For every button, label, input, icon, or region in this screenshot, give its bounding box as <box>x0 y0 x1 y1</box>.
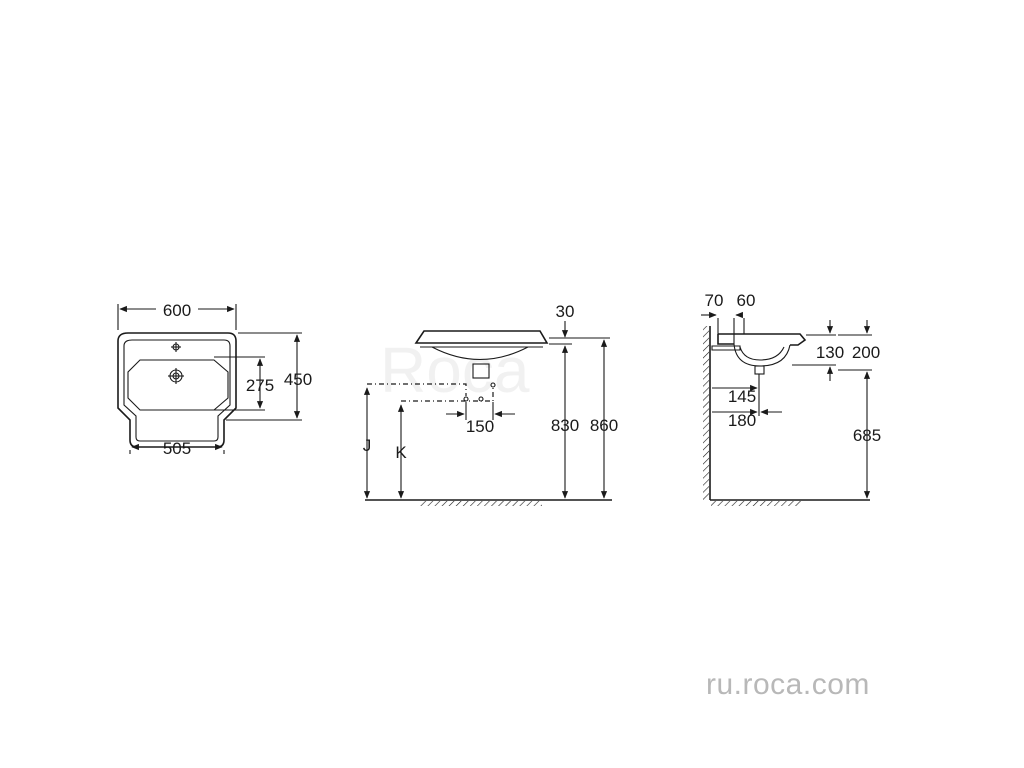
dim-width-front: 505 <box>163 439 191 458</box>
label-j: J <box>363 436 372 455</box>
dim-drain-distance: 180 <box>728 411 756 430</box>
roca-logo-watermark: Roca <box>380 334 530 406</box>
dim-rim-thickness: 30 <box>556 302 575 321</box>
dim-depth: 450 <box>284 370 312 389</box>
dim-wall-gap: 70 <box>705 291 724 310</box>
dim-under-height: 685 <box>853 426 881 445</box>
top-view: 600 505 450 275 <box>117 298 312 458</box>
label-k: K <box>395 443 407 462</box>
side-view: 70 60 130 200 685 145 180 <box>701 291 881 506</box>
site-url-watermark: ru.roca.com <box>706 668 870 701</box>
dim-drain-offset: 145 <box>728 387 756 406</box>
dim-tap-spacing: 150 <box>466 417 494 436</box>
dim-height-top: 830 <box>551 416 579 435</box>
dim-bowl-depth: 275 <box>246 376 274 395</box>
dim-height-total: 860 <box>590 416 618 435</box>
front-view: J K 150 30 830 860 <box>363 302 618 506</box>
dim-rim-height: 200 <box>852 343 880 362</box>
dim-width-overall: 600 <box>163 301 191 320</box>
dim-bowl-height: 130 <box>816 343 844 362</box>
dim-bowl-offset: 60 <box>737 291 756 310</box>
